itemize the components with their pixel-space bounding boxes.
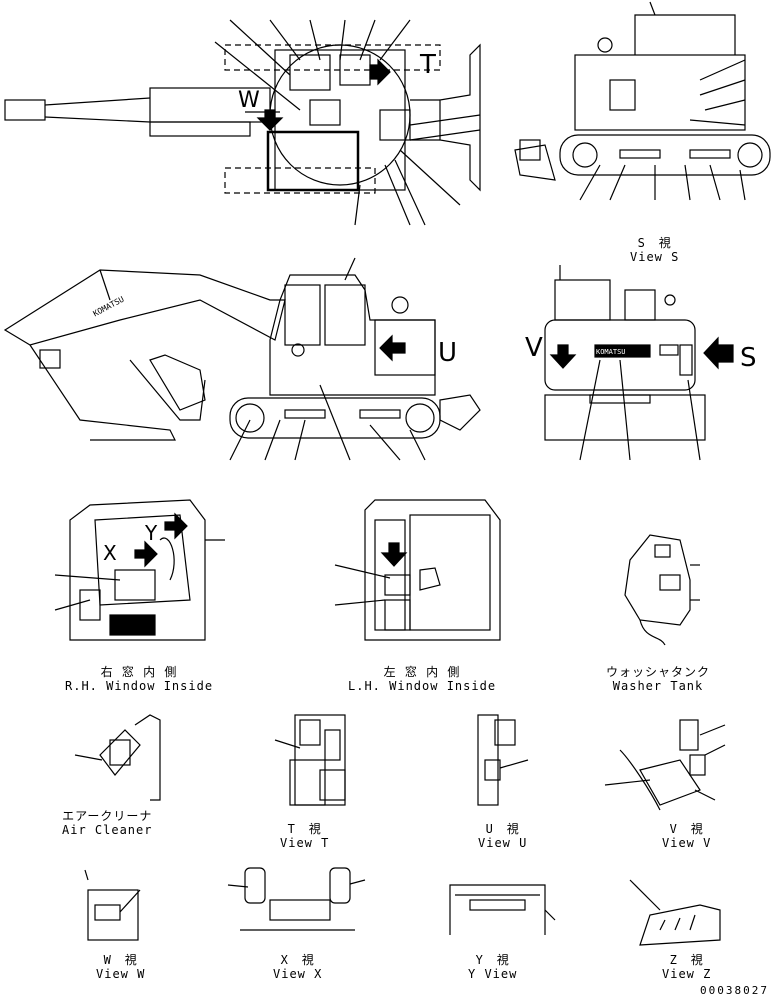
caption-en: Air Cleaner	[62, 823, 153, 837]
caption-en: View W	[96, 967, 146, 981]
washer-tank-drawing	[624, 534, 700, 646]
caption-jp: ウォッシャタンク	[606, 665, 711, 679]
rh-window-inside-drawing	[54, 499, 225, 641]
caption-en: View T	[280, 836, 330, 850]
caption-view-w: W 視 View W	[96, 953, 145, 981]
caption-en: View V	[662, 836, 712, 850]
view-w-drawing	[84, 869, 141, 941]
caption-en: Y View	[468, 967, 518, 981]
caption-jp: Z 視	[669, 953, 704, 967]
air-cleaner-drawing	[74, 714, 161, 801]
caption-jp: U 視	[485, 822, 520, 836]
caption-view-y: Y 視 Y View	[468, 953, 517, 981]
caption-en: R.H. Window Inside	[65, 679, 214, 693]
caption-en: L.H. Window Inside	[348, 679, 497, 693]
caption-en: View U	[478, 836, 528, 850]
view-v-drawing	[604, 719, 726, 811]
view-y-drawing	[449, 884, 556, 935]
view-t-drawing	[274, 714, 346, 806]
lh-window-inside-drawing	[334, 499, 501, 641]
caption-jp: T 視	[287, 822, 322, 836]
top-plan-view	[4, 19, 481, 226]
marker-v: V	[525, 333, 543, 363]
view-u-drawing	[477, 714, 529, 806]
marker-w: W	[238, 88, 260, 113]
caption-jp: 左 窓 内 側	[383, 665, 461, 679]
caption-en: Washer Tank	[612, 679, 704, 693]
view-x-drawing	[227, 867, 366, 931]
caption-view-x: X 視 View X	[273, 953, 322, 981]
brand-label-rear: KOMATSU	[596, 348, 626, 356]
caption-en: View Z	[662, 967, 712, 981]
caption-en: View S	[630, 250, 680, 264]
marker-u: U	[438, 338, 458, 368]
caption-air-cleaner: エアークリーナ Air Cleaner	[62, 809, 152, 837]
caption-en: View X	[273, 967, 323, 981]
document-number: 00038027	[700, 984, 769, 997]
caption-lh-window: 左 窓 内 側 L.H. Window Inside	[348, 665, 496, 693]
marker-x: X	[103, 541, 117, 565]
marker-y: Y	[145, 521, 158, 545]
view-z-drawing	[629, 879, 721, 946]
caption-view-u: U 視 View U	[478, 822, 527, 850]
rear-view-s	[514, 1, 771, 201]
caption-view-z: Z 視 View Z	[662, 953, 711, 981]
caption-jp: S 視	[637, 236, 672, 250]
caption-view-v: V 視 View V	[662, 822, 711, 850]
marker-s: S	[740, 343, 757, 373]
caption-rh-window: 右 窓 内 側 R.H. Window Inside	[65, 665, 213, 693]
marker-t: T	[420, 50, 436, 80]
caption-washer-tank: ウォッシャタンク Washer Tank	[606, 665, 710, 693]
caption-view-s: S 視 View S	[630, 236, 679, 264]
caption-jp: V 視	[669, 822, 704, 836]
caption-jp: 右 窓 内 側	[100, 665, 178, 679]
caption-jp: Y 視	[475, 953, 510, 967]
caption-jp: X 視	[280, 953, 315, 967]
caption-jp: W 視	[103, 953, 138, 967]
side-view-machine	[3, 257, 481, 461]
caption-view-t: T 視 View T	[280, 822, 329, 850]
caption-jp: エアークリーナ	[62, 809, 153, 823]
rear-view-machine	[544, 265, 734, 461]
